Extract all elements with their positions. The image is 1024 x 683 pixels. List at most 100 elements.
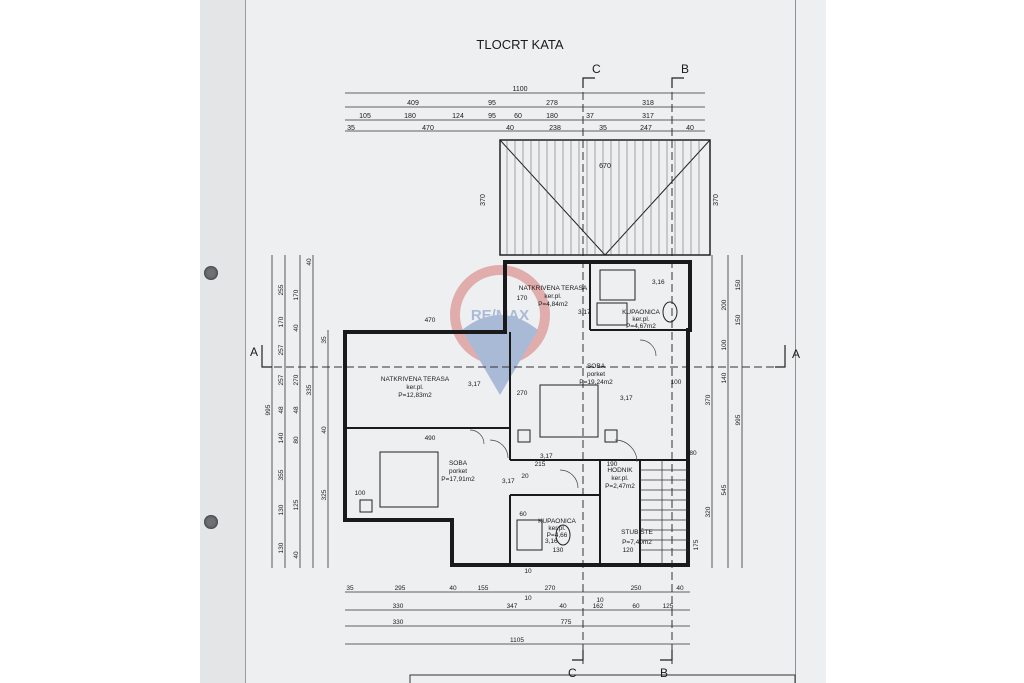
dim-label: 100 bbox=[721, 339, 728, 350]
dim-label: 330 bbox=[393, 619, 404, 626]
dim-label: 80 bbox=[689, 450, 697, 457]
room-area: P=4,66 bbox=[547, 532, 568, 539]
dim-label: 490 bbox=[425, 435, 436, 442]
dim-label: 270 bbox=[545, 585, 556, 592]
room-area: P=12,83m2 bbox=[398, 392, 432, 399]
dim-label: 35 bbox=[346, 585, 354, 592]
dim-label: 48 bbox=[278, 406, 285, 414]
dim-label: 180 bbox=[546, 113, 558, 120]
dim-label: 37 bbox=[586, 113, 594, 120]
exterior-walls bbox=[343, 260, 692, 567]
dim-label: 150 bbox=[735, 314, 742, 325]
dim-label: 140 bbox=[721, 372, 728, 383]
section-label-c-top: C bbox=[592, 62, 601, 76]
dim-label: 105 bbox=[359, 113, 371, 120]
dim-label: 270 bbox=[293, 374, 300, 385]
door-swings bbox=[469, 339, 657, 489]
section-markers bbox=[261, 77, 786, 661]
room-name: NATKRIVENA TERASA bbox=[381, 376, 450, 383]
level-marker: 3,17 bbox=[620, 395, 633, 402]
dim-label: 190 bbox=[607, 461, 618, 468]
dim-label: 320 bbox=[705, 506, 712, 517]
dim-label: 170 bbox=[517, 295, 528, 302]
punch-hole bbox=[204, 515, 218, 529]
dim-label: 257 bbox=[278, 374, 285, 385]
dim-label: 80 bbox=[293, 436, 300, 444]
roof-height-left: 370 bbox=[480, 194, 487, 206]
room-name: SOBA bbox=[449, 460, 468, 467]
title-block bbox=[409, 674, 796, 683]
dim-label: 40 bbox=[293, 324, 300, 332]
drawing-title: TLOCRT KATA bbox=[476, 37, 563, 52]
room-floor: ker.pl. bbox=[548, 525, 566, 532]
dim-label: 40 bbox=[506, 125, 514, 132]
dim-label: 100 bbox=[671, 379, 682, 386]
watermark-label: RE/MAX bbox=[471, 307, 529, 324]
dim-label: 124 bbox=[452, 113, 464, 120]
dim-label: 150 bbox=[735, 279, 742, 290]
dim-label: 470 bbox=[425, 317, 436, 324]
roof-width: 670 bbox=[599, 163, 611, 170]
dim-label: 370 bbox=[705, 394, 712, 405]
room-name: KUPAONICA bbox=[538, 518, 576, 525]
dim-label: 775 bbox=[561, 619, 572, 626]
room-area: P=7,40m2 bbox=[622, 539, 652, 546]
dim-label: 100 bbox=[355, 490, 366, 497]
dim-label: 200 bbox=[721, 299, 728, 310]
dim-label: 40 bbox=[293, 551, 300, 559]
room-name: KUPAONICA bbox=[622, 309, 660, 316]
dim-label: 318 bbox=[642, 100, 654, 107]
dim-label: 130 bbox=[278, 504, 285, 515]
dim-label: 270 bbox=[517, 390, 528, 397]
room-name: SOBA bbox=[587, 363, 606, 370]
section-label-b-top: B bbox=[681, 62, 689, 76]
dim-label: 10 bbox=[524, 595, 532, 602]
right-dimension-lines bbox=[711, 255, 743, 568]
bed bbox=[517, 384, 618, 443]
bed bbox=[359, 451, 439, 513]
level-marker: 3,17 bbox=[468, 381, 481, 388]
dim-label: 470 bbox=[422, 125, 434, 132]
punch-hole bbox=[204, 266, 218, 280]
dim-label: 238 bbox=[549, 125, 561, 132]
dim-label: 10 bbox=[596, 597, 604, 604]
room-floor: ker.pl. bbox=[611, 475, 629, 482]
section-label-a-right: A bbox=[792, 347, 800, 361]
dim-label: 40 bbox=[559, 603, 567, 610]
section-label-b-bottom: B bbox=[660, 666, 668, 680]
level-marker: 3,17 bbox=[540, 453, 553, 460]
room-area: P=4,67m2 bbox=[626, 323, 656, 330]
room-floor: ker.pl. bbox=[632, 316, 650, 323]
dim-total-bottom: 1105 bbox=[510, 637, 524, 644]
dim-label: 250 bbox=[631, 585, 642, 592]
room-area: P=19,24m2 bbox=[579, 379, 613, 386]
interior-walls bbox=[345, 262, 688, 565]
level-marker: 3,17 bbox=[578, 309, 591, 316]
dim-label: 48 bbox=[293, 406, 300, 414]
dim-label: 257 bbox=[278, 344, 285, 355]
margin-line bbox=[795, 0, 796, 683]
dim-label: 125 bbox=[663, 603, 674, 610]
dim-label: 40 bbox=[449, 585, 457, 592]
dim-label: 347 bbox=[507, 603, 518, 610]
room-area: P=4,84m2 bbox=[538, 301, 568, 308]
section-lines bbox=[262, 80, 785, 665]
dim-label: 330 bbox=[393, 603, 404, 610]
dim-label: 120 bbox=[623, 547, 634, 554]
dim-label: 125 bbox=[293, 499, 300, 510]
dim-label: 162 bbox=[593, 603, 604, 610]
roof-pergola bbox=[499, 139, 711, 256]
dim-label: 60 bbox=[632, 603, 640, 610]
section-label-a-left: A bbox=[250, 345, 258, 359]
dim-label: 995 bbox=[735, 414, 742, 425]
level-marker: 3,16 bbox=[652, 279, 665, 286]
dim-label: 355 bbox=[278, 469, 285, 480]
dim-label: 130 bbox=[553, 547, 564, 554]
dim-label: 995 bbox=[265, 404, 272, 415]
room-name: STUBIŠTE bbox=[621, 527, 653, 536]
dim-label: 35 bbox=[599, 125, 607, 132]
level-marker: 3,17 bbox=[502, 478, 515, 485]
dim-label: 60 bbox=[514, 113, 522, 120]
dim-label: 215 bbox=[535, 461, 546, 468]
